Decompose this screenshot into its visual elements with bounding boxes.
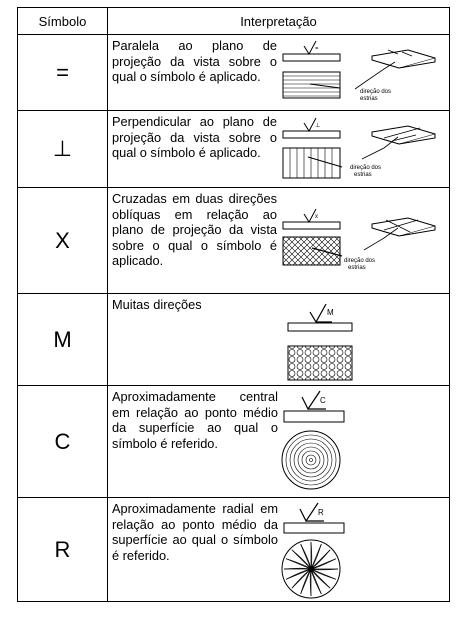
svg-text:estrias: estrias [348,265,366,271]
header-interpretation: Interpretação [107,7,450,35]
interpretation-cell: Perpendicular ao plano de projeção da vi… [107,110,450,188]
parallel-lay-figure: = direção dos estrias [282,40,436,102]
table-row: ⊥ Perpendicular ao plano de projeção da … [17,110,450,188]
interpretation-cell: Aproximadamente radial em relação ao pon… [107,497,450,602]
figure-mark: R [318,508,324,517]
symbol-cell: ⊥ [17,110,108,188]
interpretation-text: Perpendicular ao plano de projeção da vi… [112,114,277,160]
symbol-cell: = [17,34,108,111]
symbol-cell: C [17,385,108,498]
interpretation-cell: Cruzadas em duas direções oblíquas em re… [107,187,450,294]
table-row: R Aproximadamente radial em relação ao p… [17,497,450,602]
svg-text:estrias: estrias [354,172,372,178]
figure-mark: M [327,308,334,317]
interpretation-text: Muitas direções [112,297,202,312]
symbol-cell: X [17,187,108,294]
symbol-cell: R [17,497,108,602]
table-header-row: Símbolo Interpretação [17,7,450,35]
radial-lay-figure: R [281,502,345,599]
figure-mark: C [320,396,326,405]
header-symbol: Símbolo [17,7,108,35]
table-row: C Aproximadamente central em relação ao … [17,385,450,498]
svg-text:x: x [315,214,318,220]
table-row: = Paralela ao plano de projeção da vista… [17,34,450,111]
symbol-table: Símbolo Interpretação = Paralela ao plan… [17,7,450,602]
table-row: X Cruzadas em duas direções oblíquas em … [17,187,450,294]
circular-lay-figure: C [281,390,345,490]
figure-label: direção dos [360,89,391,95]
table-row: M Muitas direções M [17,293,450,386]
interpretation-text: Cruzadas em duas direções oblíquas em re… [112,191,277,268]
multidirectional-lay-figure: M [287,303,353,381]
interpretation-text: Aproximadamente radial em relação ao pon… [112,501,278,563]
figure-label: direção dos [350,165,381,171]
svg-text:⊥: ⊥ [315,122,320,129]
svg-text:=: = [315,46,319,52]
interpretation-cell: Aproximadamente central em relação ao po… [107,385,450,498]
figure-label: direção dos [344,258,375,264]
interpretation-cell: Paralela ao plano de projeção da vista s… [107,34,450,111]
interpretation-text: Paralela ao plano de projeção da vista s… [112,38,277,84]
perpendicular-lay-figure: ⊥ direção dos estrias [282,117,436,179]
symbol-cell: M [17,293,108,386]
svg-text:estrias: estrias [360,96,378,102]
crossed-lay-figure: x direção dos estrias [282,208,436,271]
interpretation-cell: Muitas direções M [107,293,450,386]
interpretation-text: Aproximadamente central em relação ao po… [112,389,278,451]
